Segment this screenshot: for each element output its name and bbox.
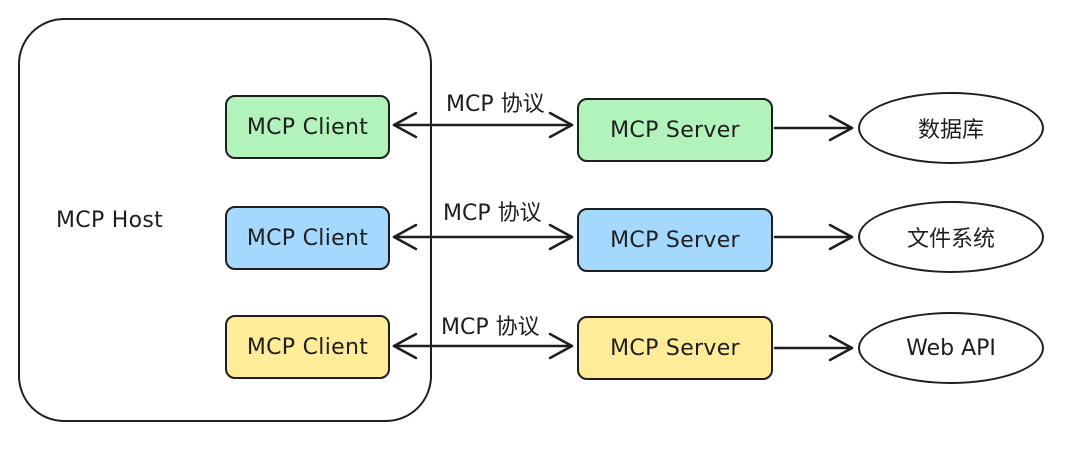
mcp-client-box-1: MCP Client <box>225 95 390 159</box>
server-resource-arrowhead-1 <box>828 114 854 142</box>
protocol-label-1: MCP 协议 <box>446 92 545 117</box>
mcp-client-box-3: MCP Client <box>225 315 390 379</box>
resource-ellipse-database: 数据库 <box>858 92 1044 164</box>
protocol-arrowhead-left-1 <box>392 111 418 139</box>
protocol-arrowhead-right-2 <box>548 223 574 251</box>
resource-ellipse-filesystem: 文件系统 <box>858 201 1044 273</box>
server-resource-arrowhead-2 <box>828 223 854 251</box>
mcp-server-box-2: MCP Server <box>577 208 773 272</box>
protocol-label-3: MCP 协议 <box>441 315 540 340</box>
protocol-arrowhead-right-1 <box>548 111 574 139</box>
protocol-label-2: MCP 协议 <box>443 201 542 226</box>
mcp-server-box-3: MCP Server <box>577 316 773 380</box>
protocol-arrowhead-right-3 <box>548 332 574 360</box>
protocol-arrowhead-left-3 <box>392 332 418 360</box>
resource-ellipse-web-api: Web API <box>858 312 1044 384</box>
server-resource-arrowhead-3 <box>828 334 854 362</box>
mcp-host-label: MCP Host <box>56 208 164 233</box>
mcp-server-box-1: MCP Server <box>577 98 773 162</box>
mcp-client-box-2: MCP Client <box>225 206 390 270</box>
protocol-arrowhead-left-2 <box>392 223 418 251</box>
